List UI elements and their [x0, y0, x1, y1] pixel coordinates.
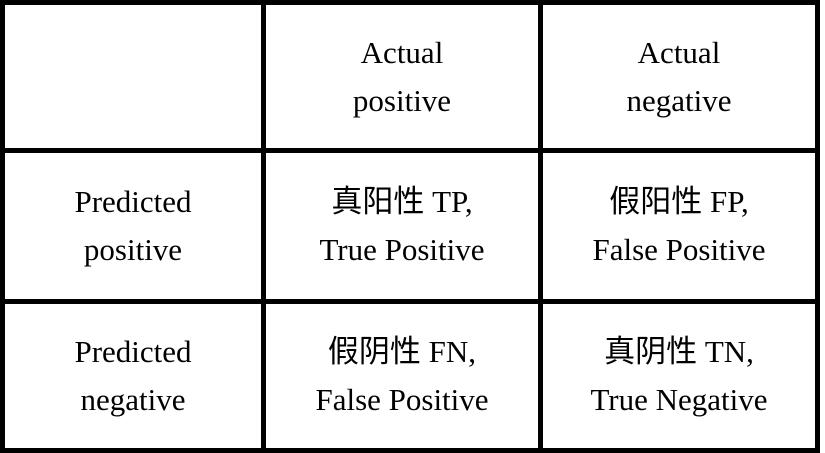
row-header-predicted-negative: Predicted negative — [0, 299, 266, 453]
header-row: Actual positive Actual negative — [0, 0, 820, 153]
row-header-predicted-positive: Predicted positive — [0, 148, 266, 304]
corner-empty-cell — [0, 0, 266, 153]
cell-true-negative: 真阴性 TN, True Negative — [538, 299, 820, 453]
cell-false-positive: 假阳性 FP, False Positive — [538, 148, 820, 304]
row-predicted-negative: Predicted negative 假阴性 FN, False Positiv… — [0, 299, 820, 453]
cell-false-negative: 假阴性 FN, False Positive — [261, 299, 543, 453]
column-header-actual-negative: Actual negative — [538, 0, 820, 153]
cell-true-positive: 真阳性 TP, True Positive — [261, 148, 543, 304]
row-predicted-positive: Predicted positive 真阳性 TP, True Positive… — [0, 148, 820, 304]
column-header-actual-positive: Actual positive — [261, 0, 543, 153]
